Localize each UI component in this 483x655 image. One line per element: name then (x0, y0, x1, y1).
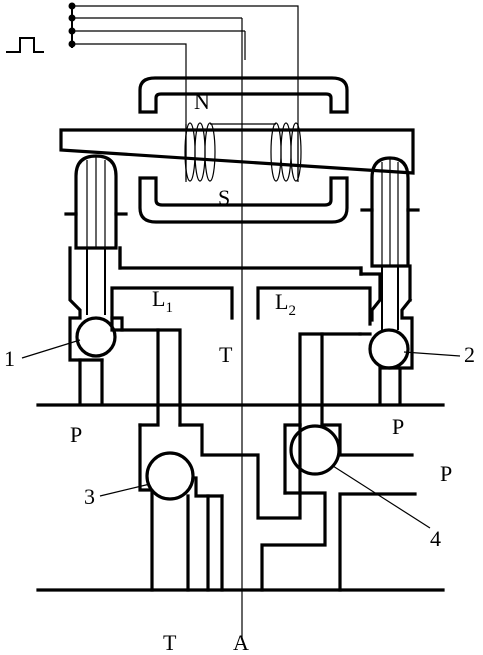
port-a-label: A (233, 630, 249, 655)
right-housing-upper (359, 272, 382, 322)
signal-terminals (68, 2, 76, 48)
upper-magnet-yoke (138, 76, 349, 114)
lower-left-step (194, 476, 224, 498)
callout-1-label: 1 (4, 346, 15, 371)
tank-center-label: T (219, 342, 233, 367)
line-l2-label: L2 (275, 289, 296, 319)
callout-4-label: 4 (430, 526, 441, 551)
lower-right-outlet (338, 492, 417, 592)
pressure-left-label: P (70, 422, 82, 447)
ball-valve-4 (289, 424, 341, 476)
ball-valve-2 (368, 328, 410, 370)
pressure-right-label: P (392, 414, 404, 439)
armature-beam (59, 128, 415, 175)
left-housing-outer (68, 246, 82, 404)
south-pole-label: S (218, 185, 230, 210)
north-pole-label: N (194, 89, 210, 114)
left-chamber (110, 286, 234, 320)
left-stem (64, 154, 128, 315)
right-chamber-floor (298, 332, 362, 427)
lower-left-body-outer (138, 423, 152, 492)
lower-center-channel (178, 423, 302, 520)
callout-2-leader (403, 351, 461, 357)
line-l1-label: L1 (152, 286, 173, 316)
coil-right (270, 122, 302, 182)
housing-top-plate (118, 246, 363, 276)
passage-l1 (138, 328, 160, 427)
lower-right-top (320, 423, 414, 457)
right-stem (360, 156, 420, 330)
right-chamber (256, 286, 372, 326)
ball-valve-3 (145, 451, 195, 501)
left-chamber-floor (120, 328, 182, 427)
lower-right-channel (260, 491, 327, 592)
ball-valve-1 (75, 316, 117, 358)
callout-3-leader (99, 483, 151, 497)
lower-left-ports (150, 490, 224, 592)
pulse-signal-symbol (6, 37, 44, 53)
callout-4-leader (332, 465, 431, 529)
lower-magnet-yoke (138, 176, 349, 224)
callout-3-label: 3 (84, 484, 95, 509)
coil-left (184, 122, 216, 182)
callout-2-label: 2 (464, 342, 475, 367)
pressure-outlet-label: P (440, 461, 452, 486)
callout-1-leader (21, 339, 81, 359)
tank-bottom-label: T (163, 630, 177, 655)
